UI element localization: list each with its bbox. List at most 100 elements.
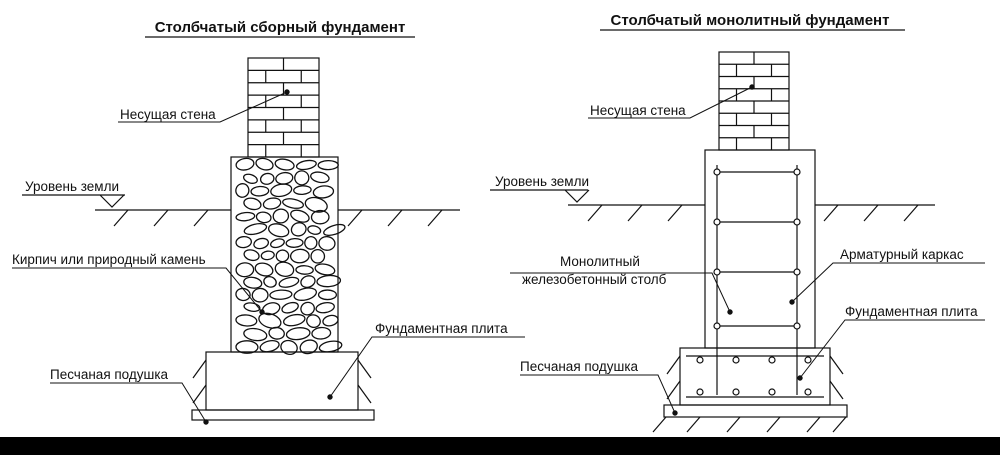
stone (270, 183, 293, 198)
left-label-sand: Песчаная подушка (50, 367, 169, 382)
stone (316, 274, 342, 288)
ground-hatch-stroke (153, 209, 169, 227)
stone (282, 198, 304, 209)
stone (243, 302, 261, 313)
right-rebar-cage (713, 165, 801, 395)
slab-hatch-stroke (686, 416, 701, 433)
prefab-foundation-diagram: Столбчатый сборный фундамент Не (12, 19, 525, 425)
left-slab-hatch (192, 359, 372, 404)
stone (290, 209, 310, 223)
stone (282, 313, 306, 327)
slab-hatch-stroke (652, 416, 667, 433)
right-label-ground: Уровень земли (495, 174, 589, 189)
stone (312, 185, 335, 199)
ground-hatch-stroke (193, 209, 209, 227)
slab-rebar-section (804, 356, 812, 364)
slab-rebar-section (732, 388, 740, 396)
stone (243, 327, 268, 342)
ground-hatch-stroke (587, 204, 603, 222)
ground-hatch-stroke (823, 204, 839, 222)
stone (304, 235, 318, 250)
stone (281, 301, 299, 314)
ground-hatch-stroke (427, 209, 443, 227)
stone (310, 171, 330, 184)
stone (251, 287, 269, 303)
stone (258, 312, 282, 329)
slab-rebar-section (768, 356, 776, 364)
stone (295, 265, 314, 275)
slab-hatch-stroke (357, 384, 372, 404)
left-ground-hatch (113, 209, 443, 227)
bottom-black-bar (0, 437, 1000, 455)
stone (235, 340, 259, 354)
stone (317, 289, 338, 301)
stone (255, 157, 274, 171)
rebar-bar-section (793, 218, 801, 226)
ground-hatch-stroke (113, 209, 129, 227)
left-stone-fill (235, 157, 346, 355)
stone (243, 197, 262, 211)
slab-rebar-section (732, 356, 740, 364)
right-label-wall: Несущая стена (590, 103, 686, 118)
rebar-bar-section (713, 322, 721, 330)
stone (275, 171, 294, 185)
ground-hatch-stroke (347, 209, 363, 227)
ground-hatch-stroke (627, 204, 643, 222)
stone (285, 327, 311, 341)
slab-hatch-stroke (832, 416, 847, 433)
rebar-bar-section (713, 168, 721, 176)
stone (274, 261, 295, 277)
stone (235, 157, 255, 171)
stone (259, 339, 280, 353)
stone (250, 185, 270, 197)
left-label-slab: Фундаментная плита (375, 321, 508, 336)
stone (318, 235, 336, 251)
right-label-column-2: железобетонный столб (522, 272, 667, 287)
right-label-column-1: Монолитный (560, 254, 640, 269)
stone (274, 158, 295, 171)
slab-hatch-stroke (666, 380, 681, 400)
slab-hatch-stroke (192, 384, 207, 404)
slab-hatch-stroke (666, 355, 681, 375)
stone (268, 326, 285, 340)
stone (314, 263, 336, 276)
left-brick-wall (247, 57, 320, 158)
ground-hatch-stroke (903, 204, 919, 222)
stone (275, 249, 290, 263)
right-label-slab: Фундаментная плита (845, 304, 978, 319)
stone (254, 262, 274, 277)
stone (269, 289, 293, 300)
right-sand-cushion (663, 404, 848, 418)
right-ground-marker (490, 189, 590, 203)
stone (270, 238, 285, 249)
stone (295, 159, 317, 171)
right-ground-hatch (587, 204, 919, 222)
left-label-ground: Уровень земли (25, 179, 119, 194)
stone (272, 208, 290, 224)
stone (235, 183, 250, 198)
stone (299, 339, 318, 355)
left-label-wall: Несущая стена (120, 107, 216, 122)
slab-rebar-section (768, 388, 776, 396)
ground-hatch-stroke (863, 204, 879, 222)
left-title: Столбчатый сборный фундамент (155, 19, 406, 36)
stone (317, 159, 339, 171)
slab-hatch-stroke (726, 416, 741, 433)
rebar-bar-section (713, 268, 721, 276)
slab-hatch-stroke (357, 359, 372, 379)
stone (322, 314, 339, 327)
slab-rebar-section (804, 388, 812, 396)
right-label-sand: Песчаная подушка (520, 359, 639, 374)
stone (280, 339, 298, 355)
right-slab-rebar (686, 355, 824, 398)
stone (311, 326, 332, 340)
slab-hatch-stroke (806, 416, 821, 433)
stone (290, 222, 307, 237)
stone (315, 301, 335, 314)
left-foundation-slab (205, 351, 359, 411)
slab-hatch-stroke (192, 359, 207, 379)
stone (255, 211, 272, 224)
stone (318, 340, 343, 353)
monolithic-foundation-diagram: Столбчатый монолитный фундамент (490, 12, 985, 433)
